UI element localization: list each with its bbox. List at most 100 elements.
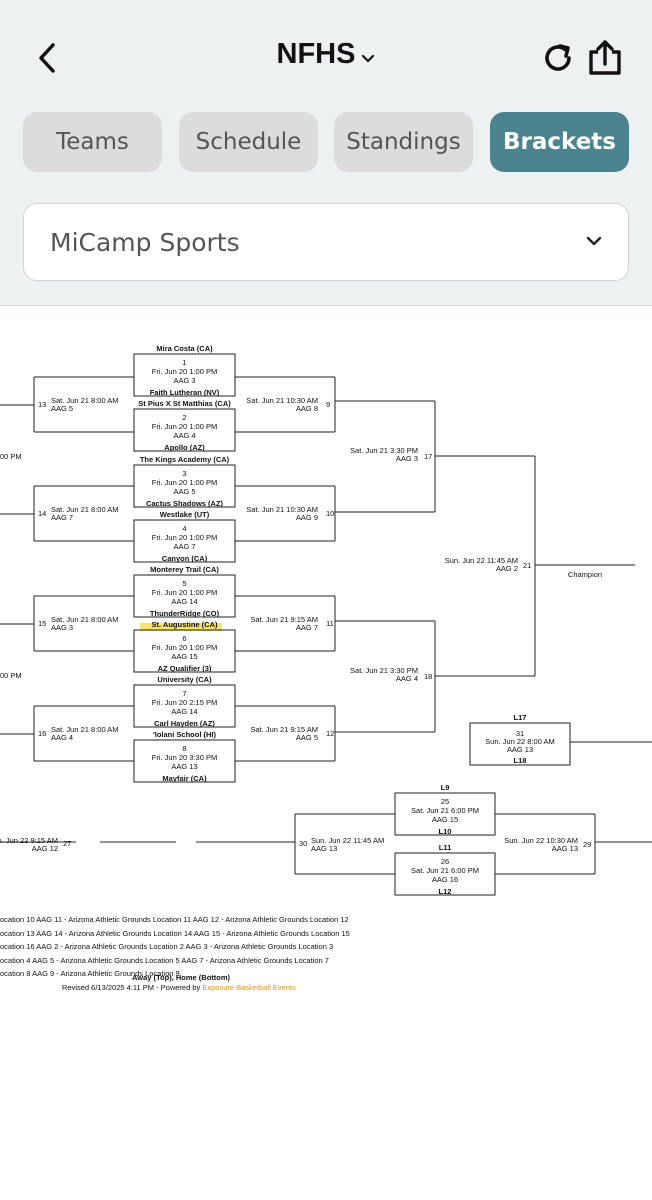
team-name: University (CA) bbox=[157, 675, 212, 684]
game-number: 27 bbox=[63, 839, 71, 848]
back-button[interactable] bbox=[34, 40, 62, 76]
chevron-down-icon bbox=[362, 54, 375, 63]
game-location: AAG 2 bbox=[496, 564, 518, 573]
game-time: Sat. Jun 21 3:30 PM bbox=[350, 666, 418, 675]
team-name: AZ Qualifier (3) bbox=[158, 664, 212, 673]
game-time: Fri. Jun 20 1:00 PM bbox=[152, 588, 217, 597]
game-number: 26 bbox=[441, 857, 449, 866]
tab-label: Teams bbox=[56, 129, 129, 155]
game-time: Sat. Jun 21 8:00 AM bbox=[51, 505, 119, 514]
game-number: 6 bbox=[182, 634, 186, 643]
share-icon bbox=[589, 40, 621, 75]
team-name: L18 bbox=[514, 756, 527, 765]
refresh-button[interactable] bbox=[541, 40, 577, 76]
game-location: AAG 13 bbox=[311, 844, 337, 853]
team-name: Mira Costa (CA) bbox=[156, 344, 213, 353]
share-button[interactable] bbox=[586, 38, 624, 78]
tab-schedule[interactable]: Schedule bbox=[179, 112, 318, 172]
location-legend-line: ocation 13 AAG 14 - Arizona Athletic Gro… bbox=[0, 929, 350, 938]
game-location: AAG 8 bbox=[296, 404, 318, 413]
game-location: AAG 15 bbox=[432, 815, 458, 824]
team-name: L9 bbox=[441, 783, 450, 792]
game-time-clipped: 00 PM bbox=[0, 671, 22, 680]
game-location: AAG 5 bbox=[296, 733, 318, 742]
game-location: AAG 7 bbox=[173, 542, 195, 551]
game-time: Sun. Jun 22 11:45 AM bbox=[311, 836, 384, 845]
team-name: L10 bbox=[439, 827, 452, 836]
team-name: Apollo (AZ) bbox=[164, 443, 205, 452]
revised-note: Revised 6/13/2025 4:11 PM - Powered by E… bbox=[62, 983, 296, 992]
chevron-down-icon bbox=[586, 236, 602, 246]
tab-brackets[interactable]: Brackets bbox=[490, 112, 629, 172]
game-number: 17 bbox=[424, 452, 432, 461]
game-number: 10 bbox=[326, 509, 334, 518]
game-location: AAG 13 bbox=[552, 844, 578, 853]
game-location: AAG 13 bbox=[171, 762, 197, 771]
event-title-text: NFHS bbox=[276, 38, 356, 70]
game-box[interactable] bbox=[133, 353, 236, 397]
game-location: AAG 7 bbox=[296, 623, 318, 632]
game-number: 13 bbox=[38, 400, 46, 409]
game-location: AAG 5 bbox=[51, 404, 73, 413]
game-number: 31 bbox=[516, 729, 524, 738]
game-time: Fri. Jun 20 1:00 PM bbox=[152, 643, 217, 652]
game-time: Sun. Jun 22 8:00 AM bbox=[485, 737, 555, 746]
game-time: Sat. Jun 21 8:00 AM bbox=[51, 396, 119, 405]
away-home-note: Away (Top), Home (Bottom) bbox=[132, 973, 231, 982]
game-location: AAG 3 bbox=[396, 454, 418, 463]
game-time: Sat. Jun 21 6:00 PM bbox=[411, 806, 479, 815]
game-location: AAG 4 bbox=[173, 431, 195, 440]
event-title[interactable]: NFHS bbox=[0, 38, 652, 72]
app-header: NFHS Teams Schedule Standings Brackets M… bbox=[0, 0, 652, 306]
organizer-select[interactable]: MiCamp Sports bbox=[23, 203, 629, 281]
game-time: Fri. Jun 20 2:15 PM bbox=[152, 698, 217, 707]
game-location: AAG 7 bbox=[51, 513, 73, 522]
game-number: 7 bbox=[182, 689, 186, 698]
location-legend-line: ocation 10 AAG 11 - Arizona Athletic Gro… bbox=[0, 915, 349, 924]
game-location: AAG 5 bbox=[173, 487, 195, 496]
game-box[interactable] bbox=[133, 408, 236, 452]
tab-label: Standings bbox=[346, 129, 461, 155]
game-location: AAG 3 bbox=[173, 376, 195, 385]
game-time: Fri. Jun 20 1:00 PM bbox=[152, 422, 217, 431]
team-name: St Pius X St Matthias (CA) bbox=[138, 399, 231, 408]
revised-text: Revised 6/13/2025 4:11 PM - Powered by bbox=[62, 983, 202, 992]
game-time: Fri. Jun 20 1:00 PM bbox=[152, 478, 217, 487]
game-time: Sat. Jun 21 9:15 AM bbox=[250, 725, 318, 734]
team-name: L11 bbox=[439, 843, 452, 852]
team-name: St. Augustine (CA) bbox=[152, 620, 218, 629]
game-number: 2 bbox=[182, 413, 186, 422]
team-name: Mayfair (CA) bbox=[162, 774, 207, 783]
game-number: 4 bbox=[182, 524, 186, 533]
game-time: Sun. Jun 22 11:45 AM bbox=[445, 556, 518, 565]
team-name: Cactus Shadows (AZ) bbox=[146, 499, 224, 508]
team-name: L17 bbox=[514, 713, 527, 722]
game-time: Sat. Jun 21 8:00 AM bbox=[51, 615, 119, 624]
team-name: ThunderRidge (CO) bbox=[150, 609, 220, 618]
tab-teams[interactable]: Teams bbox=[23, 112, 162, 172]
game-number: 18 bbox=[424, 672, 432, 681]
game-number: 25 bbox=[441, 797, 449, 806]
team-name: Westlake (UT) bbox=[160, 510, 210, 519]
team-name: Canyon (CA) bbox=[162, 554, 208, 563]
powered-by-link[interactable]: Exposure Basketball Events bbox=[202, 983, 296, 992]
location-legend-line: ocation 4 AAG 5 - Arizona Athletic Groun… bbox=[0, 956, 329, 965]
game-time: Sat. Jun 21 6:00 PM bbox=[411, 866, 479, 875]
game-number: 14 bbox=[38, 509, 46, 518]
game-location: AAG 4 bbox=[51, 733, 73, 742]
game-number: 8 bbox=[182, 744, 186, 753]
game-box[interactable] bbox=[469, 722, 571, 766]
team-name: Carl Hayden (AZ) bbox=[154, 719, 215, 728]
game-number: 16 bbox=[38, 729, 46, 738]
team-name: The Kings Academy (CA) bbox=[140, 455, 230, 464]
game-time: Sat. Jun 21 10:30 AM bbox=[246, 505, 318, 514]
game-time: Sat. Jun 21 3:30 PM bbox=[350, 446, 418, 455]
team-name: 'Iolani School (HI) bbox=[153, 730, 217, 739]
team-name: Monterey Trail (CA) bbox=[150, 565, 219, 574]
tab-standings[interactable]: Standings bbox=[334, 112, 473, 172]
game-number: 29 bbox=[583, 840, 591, 849]
game-location: AAG 3 bbox=[51, 623, 73, 632]
game-number: 3 bbox=[182, 469, 186, 478]
